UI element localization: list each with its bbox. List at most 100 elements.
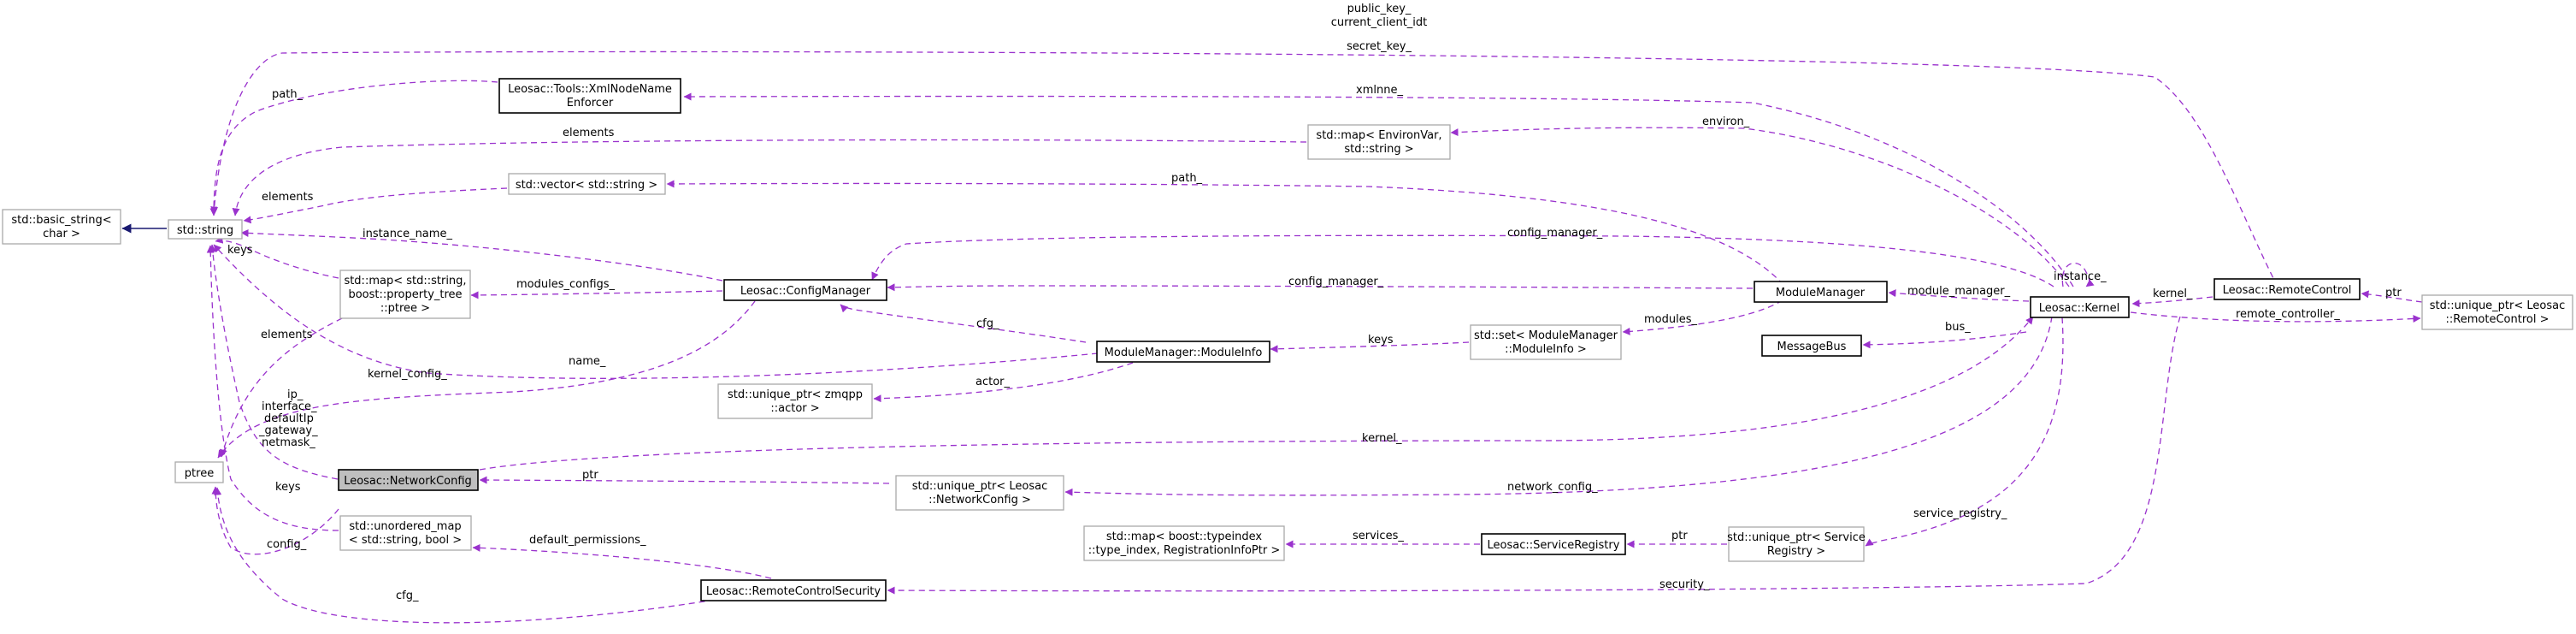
node-service-registry-label: Leosac::ServiceRegistry <box>1488 539 1620 552</box>
label-xmlnne: xmlnne_ <box>1356 84 1403 97</box>
label-current-client-idt: current_client_idt <box>1331 16 1428 29</box>
edge-path-vector <box>666 180 1784 286</box>
node-xml-enforcer[interactable]: Leosac::Tools::XmlNodeName Enforcer <box>498 78 681 114</box>
label-nc-interface: interface_ <box>262 400 317 413</box>
label-nc-netmask: netmask_ <box>262 436 315 449</box>
label-elements-ptree: elements <box>261 329 313 341</box>
edge-module-manager <box>1888 289 2030 302</box>
label-config-manager-mid: config_manager_ <box>1288 276 1384 288</box>
node-unique-actor[interactable]: std::unique_ptr< zmqpp ::actor > <box>717 383 873 419</box>
node-map-typeindex-line1: std::map< boost::typeindex <box>1106 530 1262 543</box>
label-instance-name: instance_name_ <box>363 228 452 240</box>
node-module-manager-label: ModuleManager <box>1776 287 1866 299</box>
edge-labels: public_key_ current_client_idt secret_ke… <box>227 3 2402 602</box>
label-ptr-nc: ptr <box>582 469 598 482</box>
edge-kernel-nc <box>479 316 2034 471</box>
node-service-registry[interactable]: Leosac::ServiceRegistry <box>1481 533 1626 555</box>
node-unique-network-config-line2: ::NetworkConfig > <box>928 494 1031 507</box>
node-ptree-label: ptree <box>185 467 214 480</box>
label-instance: instance_ <box>2054 270 2107 283</box>
node-unique-remote-control[interactable]: std::unique_ptr< Leosac ::RemoteControl … <box>2421 294 2573 330</box>
node-map-typeindex[interactable]: std::map< boost::typeindex ::type_index,… <box>1083 525 1285 561</box>
label-actor: actor_ <box>976 376 1011 388</box>
node-module-manager[interactable]: ModuleManager <box>1754 281 1888 303</box>
edge-remote-controller <box>2130 311 2421 323</box>
node-module-info[interactable]: ModuleManager::ModuleInfo <box>1096 341 1270 363</box>
node-std-string[interactable]: std::string <box>168 219 243 240</box>
node-unique-service-registry[interactable]: std::unique_ptr< Service Registry > <box>1727 526 1866 562</box>
label-module-manager: module_manager_ <box>1907 285 2011 298</box>
edge-ptr-rc <box>2361 290 2423 303</box>
label-network-config: network_config_ <box>1507 481 1598 494</box>
node-network-config[interactable]: Leosac::NetworkConfig <box>338 469 479 491</box>
node-basic-string[interactable]: std::basic_string< char > <box>2 209 121 245</box>
node-unordered-map-line2: < std::string, bool > <box>349 534 462 547</box>
label-kernel-nc: kernel_ <box>1362 432 1402 445</box>
node-map-environ[interactable]: std::map< EnvironVar, std::string > <box>1307 124 1451 160</box>
node-remote-control-security[interactable]: Leosac::RemoteControlSecurity <box>700 579 887 601</box>
edge-instance-self <box>2061 263 2095 287</box>
label-nc-defaultip: defaultIp <box>264 412 314 425</box>
label-remote-controller: remote_controller_ <box>2236 308 2340 321</box>
edge-keys-um <box>206 245 339 531</box>
node-remote-control[interactable]: Leosac::RemoteControl <box>2213 278 2361 300</box>
node-map-property-tree-line2: boost::property_tree <box>348 288 462 301</box>
label-config-ptree: config_ <box>267 538 307 551</box>
node-config-manager[interactable]: Leosac::ConfigManager <box>723 279 887 301</box>
label-secret-key: secret_key_ <box>1347 40 1412 53</box>
label-config-manager-top: config_manager_ <box>1507 227 1603 240</box>
node-map-environ-line1: std::map< EnvironVar, <box>1316 129 1441 142</box>
edge-network-config <box>1064 316 2053 496</box>
label-elements-map: elements <box>563 127 615 139</box>
label-kernel-config: kernel_config_ <box>368 368 447 381</box>
edge-config-manager-mid <box>887 283 1754 292</box>
node-map-typeindex-line2: ::type_index, RegistrationInfoPtr > <box>1088 544 1280 557</box>
node-config-manager-label: Leosac::ConfigManager <box>740 285 871 298</box>
node-remote-control-label: Leosac::RemoteControl <box>2223 284 2352 297</box>
node-map-property-tree[interactable]: std::map< std::string, boost::property_t… <box>339 270 471 319</box>
edge-nc-fields <box>209 244 339 480</box>
edge-name <box>213 244 1099 379</box>
label-cfg-mi: cfg_ <box>976 317 999 330</box>
edge-secret-key <box>210 50 2278 287</box>
node-std-string-label: std::string <box>177 224 233 237</box>
node-message-bus[interactable]: MessageBus <box>1761 335 1862 357</box>
node-kernel[interactable]: Leosac::Kernel <box>2030 296 2130 318</box>
node-set-module-info-line1: std::set< ModuleManager <box>1474 329 1618 342</box>
edge-config-manager-top <box>871 234 2054 287</box>
edge-actor <box>873 362 1134 403</box>
edge-path-xml <box>209 80 498 216</box>
node-unique-network-config[interactable]: std::unique_ptr< Leosac ::NetworkConfig … <box>895 475 1064 511</box>
node-ptree[interactable]: ptree <box>174 461 224 483</box>
label-nc-ip: ip_ <box>287 388 304 401</box>
edge-kernel-config <box>217 300 756 459</box>
node-vector-string[interactable]: std::vector< std::string > <box>508 173 666 195</box>
node-unique-service-registry-line2: Registry > <box>1767 545 1825 558</box>
label-name: name_ <box>569 355 606 368</box>
node-kernel-label: Leosac::Kernel <box>2039 302 2119 315</box>
node-network-config-label: Leosac::NetworkConfig <box>344 475 472 488</box>
edge-bus <box>1862 331 2027 349</box>
label-bus: bus_ <box>1945 321 1971 334</box>
edge-elements-ptree <box>219 317 343 458</box>
edge-cfg-mi <box>840 304 1087 343</box>
label-keys-um: keys <box>275 481 301 494</box>
edge-instance-name <box>240 228 723 281</box>
label-security: security_ <box>1659 578 1710 591</box>
label-keys-map: keys <box>227 244 253 257</box>
label-service-registry: service_registry_ <box>1913 507 2007 520</box>
node-unique-actor-line2: ::actor > <box>770 402 819 415</box>
node-vector-string-label: std::vector< std::string > <box>516 179 657 192</box>
label-cfg-rcs: cfg_ <box>396 590 419 602</box>
label-ptr-rc: ptr <box>2385 287 2402 299</box>
label-elements-vector: elements <box>262 191 314 204</box>
label-modules-configs: modules_configs_ <box>516 278 616 291</box>
edge-xmlnne <box>683 92 2074 287</box>
label-ptr-sr: ptr <box>1671 530 1688 542</box>
node-set-module-info[interactable]: std::set< ModuleManager ::ModuleInfo > <box>1470 324 1622 360</box>
node-unordered-map[interactable]: std::unordered_map < std::string, bool > <box>339 515 472 551</box>
node-set-module-info-line2: ::ModuleInfo > <box>1505 343 1587 356</box>
edge-ptr-nc <box>479 476 890 484</box>
edges <box>121 50 2423 624</box>
